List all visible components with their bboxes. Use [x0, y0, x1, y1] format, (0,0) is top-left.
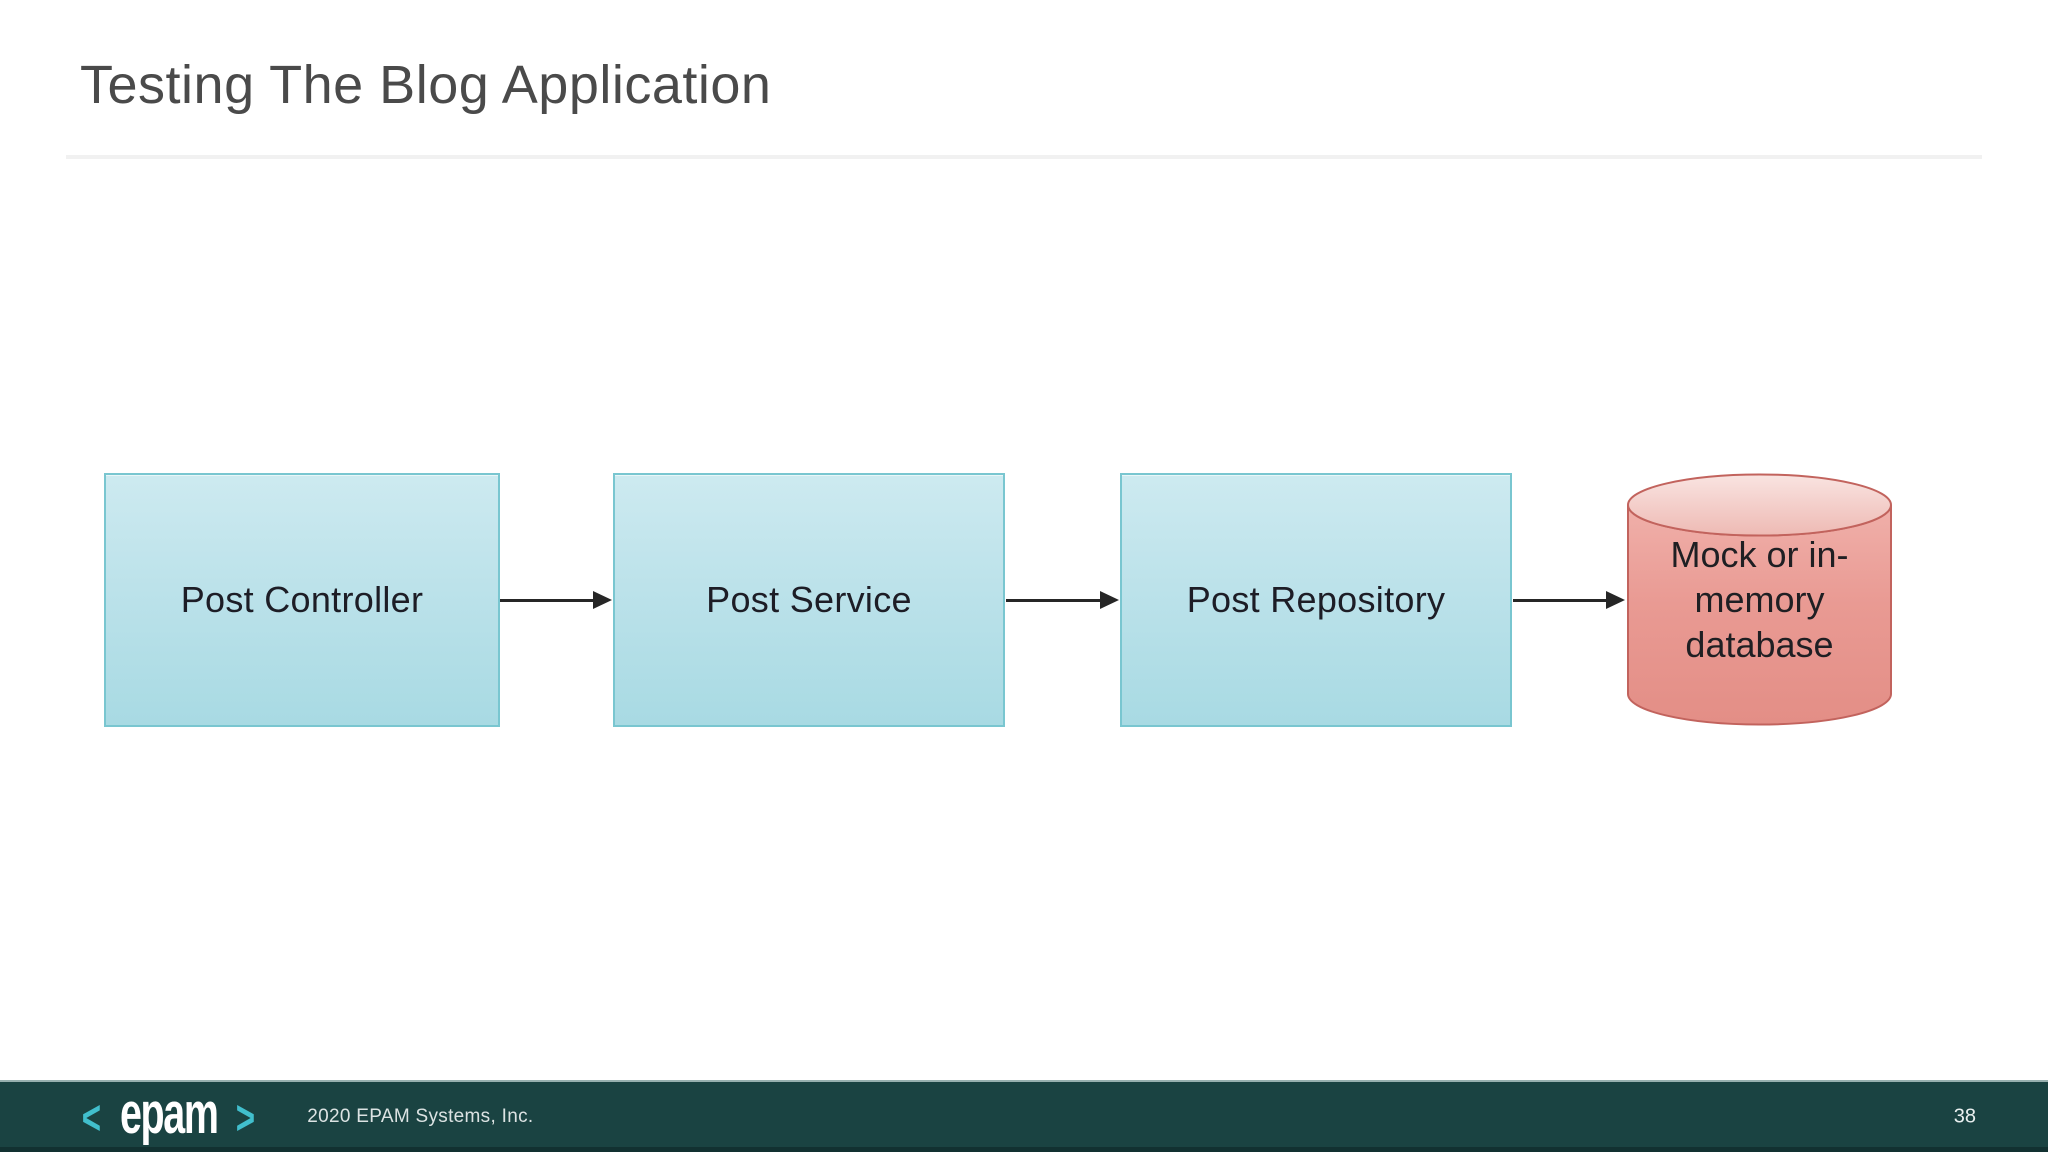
arrow-controller-to-service [500, 590, 612, 610]
logo-wordmark: epam [119, 1081, 219, 1146]
arrow-shaft [1006, 598, 1105, 602]
arrow-shaft [1513, 598, 1611, 602]
title-separator [66, 155, 1982, 159]
node-post-repository-label: Post Repository [1186, 579, 1446, 620]
node-post-service-label: Post Service [706, 579, 912, 620]
footer-bar: < epam > 2020 EPAM Systems, Inc. 38 [0, 1080, 2048, 1152]
node-post-repository: Post Repository [1120, 473, 1512, 727]
database-label-line: database [1685, 624, 1834, 665]
node-mock-database-label: Mock or in- memory database [1626, 472, 1893, 727]
slide-title: Testing The Blog Application [80, 55, 772, 115]
node-post-service: Post Service [613, 473, 1005, 727]
database-label-line: memory [1694, 579, 1825, 620]
footer-copyright: 2020 EPAM Systems, Inc. [307, 1106, 534, 1127]
arrow-head-icon [593, 591, 612, 609]
arrow-head-icon [1606, 591, 1625, 609]
node-post-controller-label: Post Controller [180, 579, 424, 620]
logo-left-bracket-icon: < [81, 1089, 102, 1145]
database-cylinder-icon [1627, 473, 1892, 726]
arrow-service-to-repository [1006, 590, 1119, 610]
database-label-line: Mock or in- [1670, 534, 1849, 575]
epam-logo: < epam > [78, 1081, 259, 1146]
node-post-controller: Post Controller [104, 473, 500, 727]
arrow-repository-to-database [1513, 590, 1625, 610]
arrow-head-icon [1100, 591, 1119, 609]
arrow-shaft [500, 598, 598, 602]
logo-right-bracket-icon: > [236, 1089, 256, 1145]
page-number: 38 [1953, 1105, 1976, 1128]
node-mock-database: Mock or in- memory database [1626, 472, 1893, 727]
